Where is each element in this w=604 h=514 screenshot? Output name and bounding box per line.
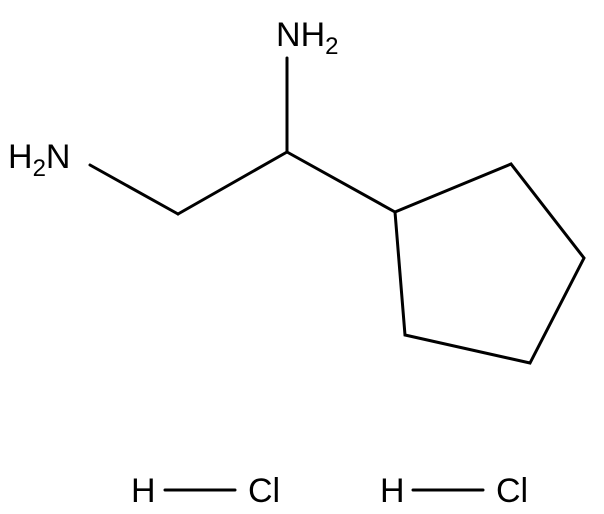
amine-left-hydrogen: H [8, 138, 33, 176]
molecule-bonds [88, 56, 397, 216]
hcl-1-chlorine: Cl [248, 472, 280, 510]
amine-left-hydrogen-count: 2 [33, 155, 46, 182]
amine-top-hydrogen: H [301, 16, 326, 54]
hydrochloride-2: H Cl [380, 472, 528, 510]
hcl-1-hydrogen: H [131, 472, 156, 510]
hcl-2-hydrogen: H [380, 472, 405, 510]
hcl-2-chlorine: Cl [496, 472, 528, 510]
amine-left-nitrogen: N [46, 138, 71, 176]
amine-top-nitrogen: N [276, 16, 301, 54]
amine-top-hydrogen-count: 2 [325, 33, 338, 60]
bond-ch-to-cyclopentyl [285, 150, 397, 214]
cyclopentane-ring [393, 162, 586, 365]
amine-top-label: NH2 [276, 16, 338, 60]
hydrochloride-1: H Cl [131, 472, 280, 510]
bond-ch2-to-ch [176, 150, 289, 216]
bond-left-nh2-to-ch2 [88, 163, 180, 216]
amine-left-label: H2N [8, 138, 70, 182]
